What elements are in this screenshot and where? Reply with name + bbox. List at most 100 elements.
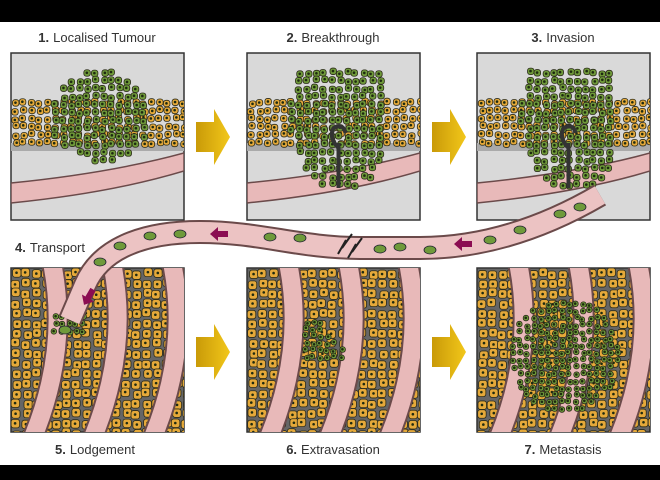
cell-nucleus	[123, 390, 127, 394]
cell-nucleus	[76, 352, 80, 355]
cell-nucleus	[487, 131, 491, 135]
cell-nucleus	[369, 72, 372, 76]
stage-number: 6.	[286, 442, 298, 457]
cell-nucleus	[380, 372, 383, 376]
cell-nucleus	[298, 127, 301, 130]
cell-nucleus	[186, 373, 189, 376]
cell-nucleus	[518, 350, 522, 354]
cell-nucleus	[117, 104, 121, 107]
cell-nucleus	[599, 176, 603, 179]
cell	[307, 429, 317, 432]
cell	[577, 428, 587, 432]
cell-nucleus	[385, 108, 389, 112]
cell-nucleus	[312, 151, 316, 155]
cell-nucleus	[480, 302, 483, 306]
cell-nucleus	[145, 301, 149, 305]
cell	[416, 114, 420, 123]
cell-nucleus	[481, 109, 485, 113]
cell-nucleus	[502, 352, 505, 356]
cell-nucleus	[261, 392, 265, 396]
cell-nucleus	[382, 353, 385, 356]
cell-nucleus	[288, 141, 292, 145]
cell-nucleus	[640, 110, 644, 113]
label-breakthrough: 2.Breakthrough	[287, 30, 380, 45]
cell-nucleus	[491, 290, 494, 294]
cell-nucleus	[568, 331, 572, 335]
cell-nucleus	[593, 165, 596, 169]
cell-nucleus	[251, 102, 254, 106]
cell	[646, 390, 650, 400]
cell-nucleus	[560, 281, 563, 284]
cell-nucleus	[608, 372, 612, 376]
cell-nucleus	[312, 312, 316, 316]
cell-nucleus	[282, 142, 286, 146]
cell-nucleus	[312, 165, 316, 169]
cell	[647, 124, 650, 132]
cell-nucleus	[96, 341, 100, 344]
cell-nucleus	[74, 383, 77, 386]
cell-nucleus	[290, 117, 293, 121]
cell	[183, 319, 184, 327]
cell-nucleus	[402, 116, 406, 119]
cell-nucleus	[35, 382, 39, 386]
cell-nucleus	[520, 125, 523, 128]
cell-nucleus	[62, 103, 65, 106]
cell-nucleus	[577, 158, 581, 161]
cell-nucleus	[492, 411, 496, 415]
cell-nucleus	[542, 160, 546, 163]
cell-nucleus	[145, 403, 149, 406]
cell-nucleus	[60, 119, 64, 122]
cell-nucleus	[592, 420, 595, 424]
cell-nucleus	[608, 110, 612, 114]
cell-nucleus	[512, 101, 516, 104]
cell-nucleus	[518, 343, 522, 347]
cell-nucleus	[134, 303, 138, 307]
cell-nucleus	[528, 79, 532, 82]
cell-nucleus	[332, 340, 336, 344]
cell-nucleus	[45, 139, 49, 143]
stage-title: Localised Tumour	[53, 30, 156, 45]
cell-nucleus	[64, 383, 67, 386]
cell-nucleus	[490, 273, 494, 277]
cell-nucleus	[522, 431, 524, 432]
cell-nucleus	[569, 87, 573, 91]
cell-nucleus	[584, 174, 587, 177]
cell-nucleus	[562, 433, 565, 436]
cell-nucleus	[340, 356, 343, 359]
cell-nucleus	[542, 143, 546, 146]
cell-nucleus	[529, 110, 532, 114]
cell	[646, 137, 650, 146]
cell-nucleus	[145, 332, 148, 335]
cell-nucleus	[76, 134, 80, 137]
cell-nucleus	[651, 312, 654, 315]
cell-nucleus	[165, 116, 168, 120]
panel-6	[246, 267, 423, 433]
cell-nucleus	[561, 364, 564, 368]
cell-nucleus	[279, 302, 283, 306]
cell-nucleus	[420, 422, 423, 425]
cell-nucleus	[587, 322, 591, 326]
cell-nucleus	[337, 88, 341, 91]
cell-nucleus	[321, 174, 324, 178]
cell-nucleus	[125, 421, 129, 425]
cell-nucleus	[651, 404, 654, 407]
cell-nucleus	[573, 302, 577, 305]
cell-nucleus	[362, 134, 365, 138]
cell-nucleus	[64, 422, 68, 425]
cell-nucleus	[599, 103, 602, 107]
cell-nucleus	[545, 387, 548, 391]
cell-nucleus	[577, 150, 581, 154]
cell-nucleus	[488, 116, 492, 119]
cell-nucleus	[575, 392, 578, 396]
cell-nucleus	[582, 126, 586, 129]
cell-nucleus	[290, 110, 294, 114]
cell-nucleus	[313, 174, 316, 177]
cell-nucleus	[52, 329, 55, 333]
cell-nucleus	[185, 363, 188, 366]
cell	[183, 280, 184, 288]
cell-nucleus	[165, 108, 169, 112]
cell-nucleus	[311, 372, 315, 376]
cell-nucleus	[35, 291, 38, 294]
cell-nucleus	[109, 111, 112, 115]
cell-nucleus	[519, 119, 522, 123]
